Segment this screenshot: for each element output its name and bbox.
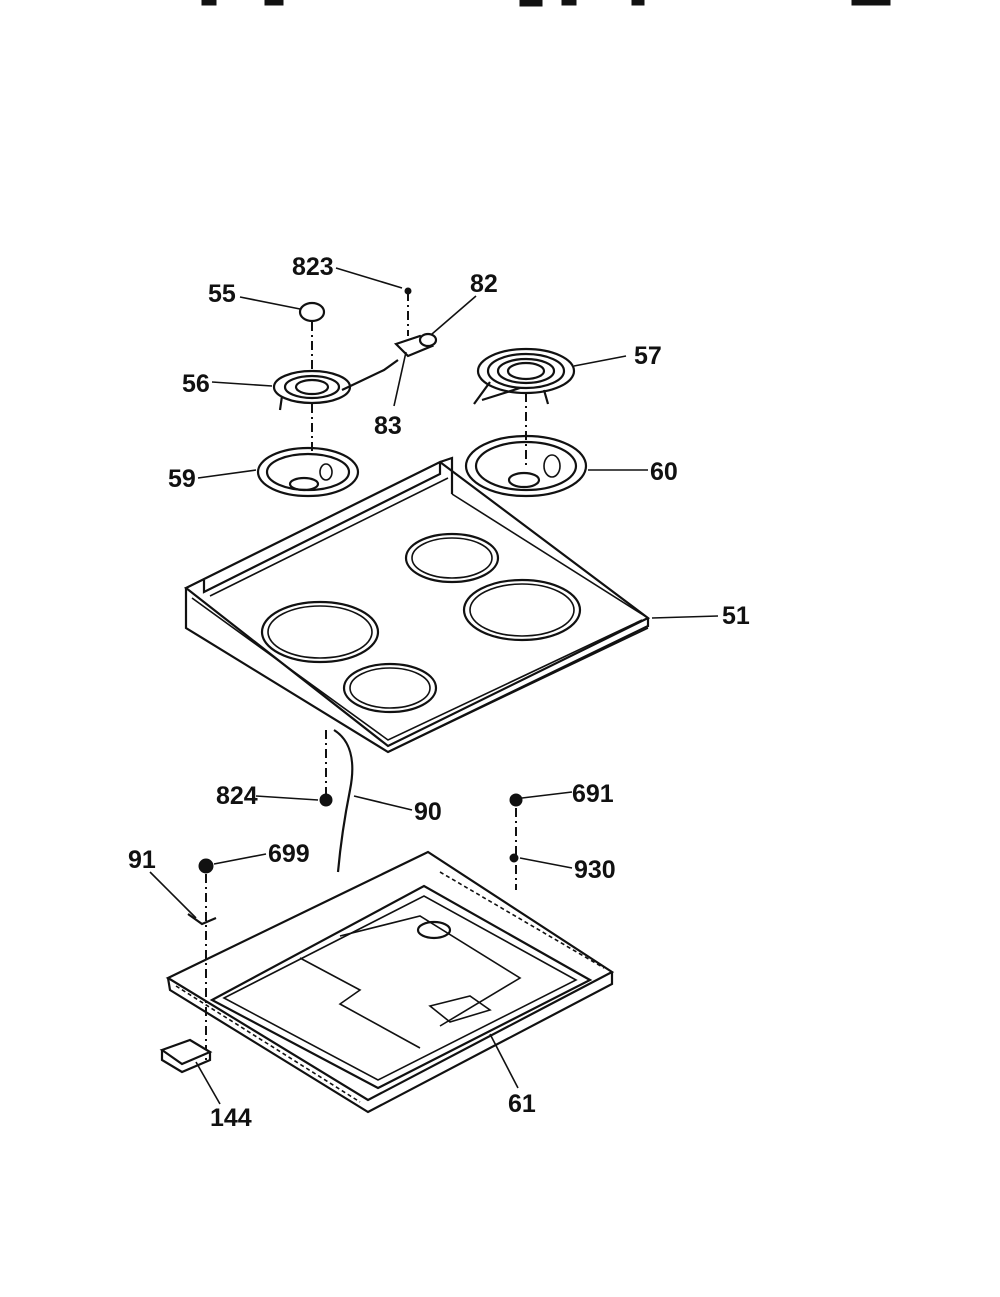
- part-56-small-surface-element: [211, 359, 399, 452]
- part-144-bracket: [159, 1038, 221, 1105]
- label-82: 82: [470, 270, 498, 298]
- part-59-small-drip-bowl: [197, 446, 360, 498]
- part-57-large-surface-element: [473, 347, 627, 468]
- top-edge-marks: [201, 0, 891, 7]
- label-61: 61: [508, 1090, 536, 1118]
- part-90-wire: [333, 729, 413, 873]
- part-691-screw: [509, 791, 573, 890]
- label-824: 824: [216, 782, 258, 810]
- label-930: 930: [574, 856, 616, 884]
- part-91-clip: [149, 871, 217, 926]
- label-144: 144: [210, 1104, 252, 1132]
- label-691: 691: [572, 780, 614, 808]
- part-699-screw: [198, 853, 267, 1060]
- part-51-cooktop-panel: [183, 456, 719, 754]
- part-55-cap: [239, 296, 326, 372]
- label-56: 56: [182, 370, 210, 398]
- label-51: 51: [722, 602, 750, 630]
- label-57: 57: [634, 342, 662, 370]
- part-824-screw: [255, 730, 333, 807]
- label-823: 823: [292, 253, 334, 281]
- label-60: 60: [650, 458, 678, 486]
- part-61-burner-box-pan: [165, 850, 615, 1114]
- label-91: 91: [128, 846, 156, 874]
- label-55: 55: [208, 280, 236, 308]
- label-90: 90: [414, 798, 442, 826]
- label-59: 59: [168, 465, 196, 493]
- part-930-washer: [509, 853, 573, 869]
- part-82-terminal-block: [335, 267, 477, 407]
- label-83: 83: [374, 412, 402, 440]
- part-60-large-drip-bowl: [464, 434, 648, 498]
- label-699: 699: [268, 840, 310, 868]
